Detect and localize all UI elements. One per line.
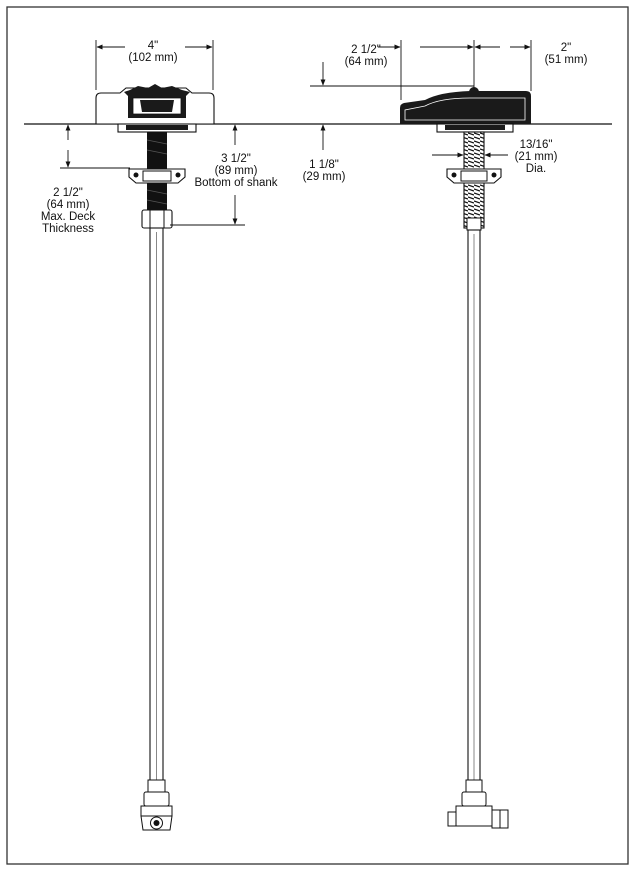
front-width-mm-label: (102 mm) [128,52,177,64]
shank-mm-label: (89 mm) [215,165,258,177]
dia-mm-label: (21 mm) [515,151,558,163]
side-depth-mm-label: (64 mm) [345,56,388,68]
dimension-labels: 4" (102 mm) 2 1/2" (64 mm) 2" (51 mm) 1 … [41,40,588,235]
deck-line1-label: Max. Deck [41,211,96,223]
deck-in-label: 2 1/2" [53,187,83,199]
dimension-lines [60,40,532,226]
height-mm-label: (29 mm) [303,171,346,183]
deck-mm-label: (64 mm) [47,199,90,211]
shank-in-label: 3 1/2" [221,153,251,165]
front-view-faucet [95,84,215,831]
side-view-faucet [400,87,531,829]
height-in-label: 1 1/8" [309,159,339,171]
drawing-frame [6,6,629,865]
deck-line2-label: Thickness [42,223,94,235]
front-width-in-label: 4" [148,40,158,52]
side-rear-mm-label: (51 mm) [545,54,588,66]
shank-bottom-label: Bottom of shank [194,177,277,189]
side-rear-in-label: 2" [561,42,571,54]
dia-in-label: 13/16" [520,139,553,151]
dia-word-label: Dia. [526,163,546,175]
side-depth-in-label: 2 1/2" [351,44,381,56]
